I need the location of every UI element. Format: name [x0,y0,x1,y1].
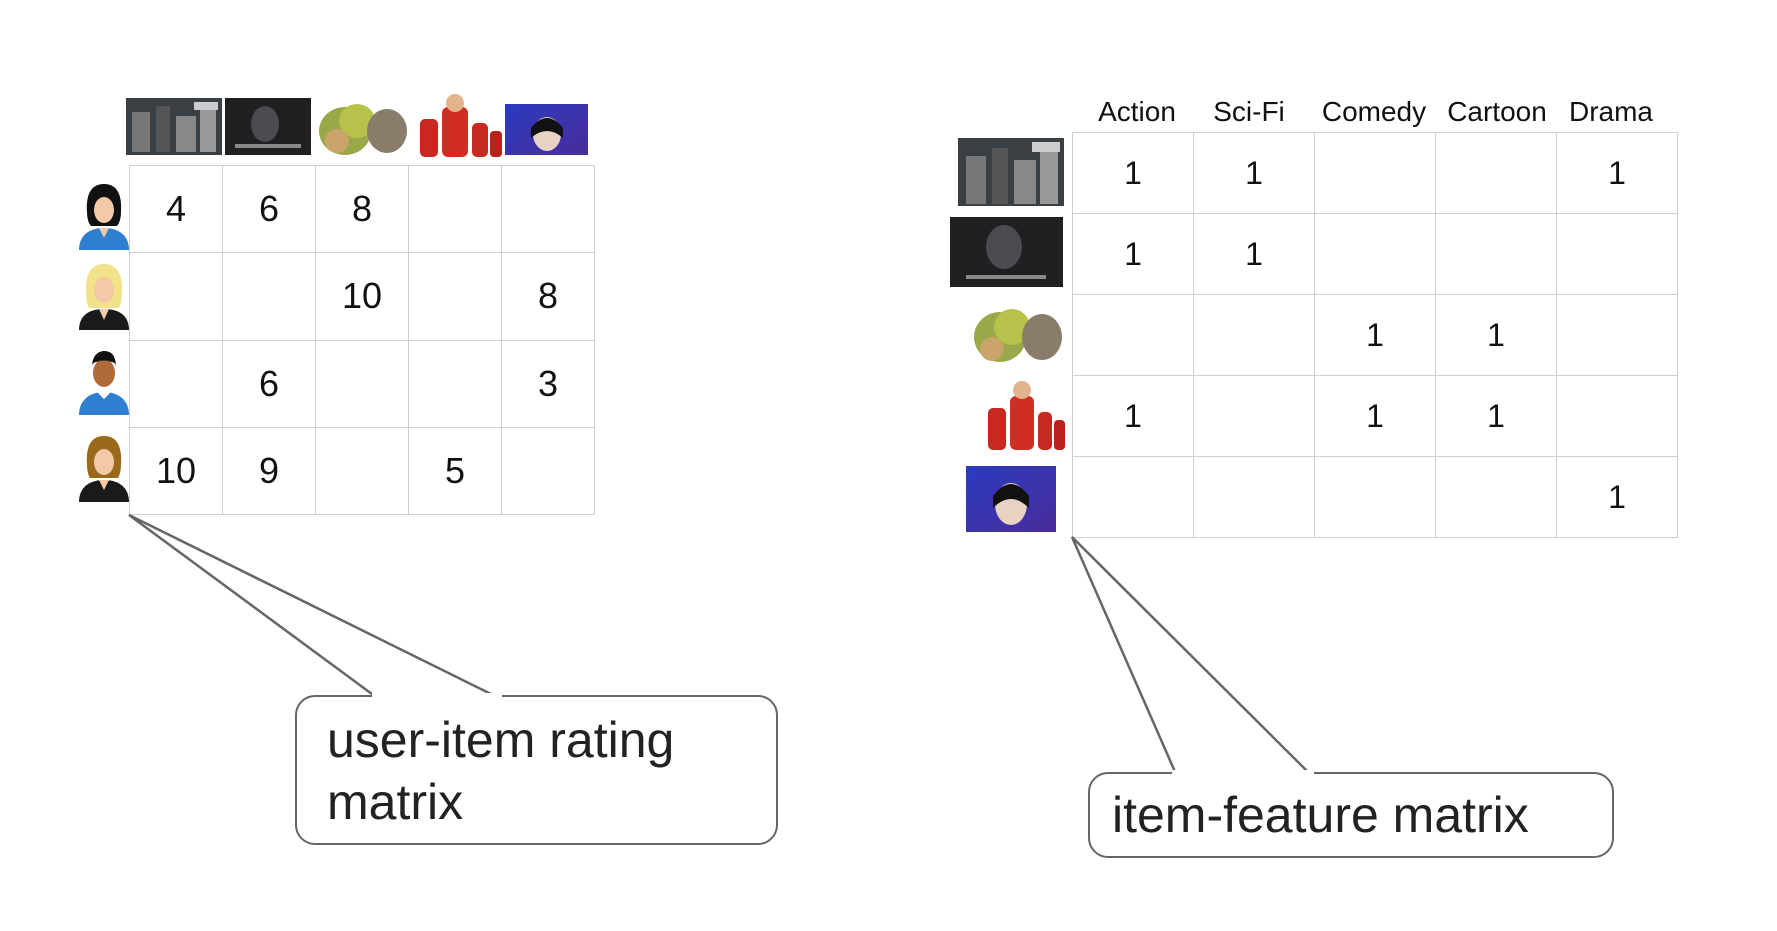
rating-cell: 10 [129,426,223,516]
feature-callout-tail-edge [1070,536,1311,775]
feature-header-comedy: Comedy [1321,96,1427,127]
rating-cell [408,339,502,428]
feature-row: 1 1 1 [1072,132,1678,214]
feature-cell [1314,456,1436,538]
feature-cell: 1 [1193,132,1315,214]
rating-cell: 8 [501,252,595,341]
feature-cell [1435,456,1557,538]
feature-cell: 1 [1556,132,1678,214]
rating-cell [315,339,409,428]
incredibles-poster [412,93,504,158]
feature-cell: 1 [1435,294,1557,376]
rating-matrix-callout: user-item rating matrix [295,695,778,845]
rating-cell: 8 [315,164,409,254]
rating-callout-line-2: matrix [327,774,464,830]
rating-cell: 9 [222,426,316,516]
rating-callout-tail-edge [128,513,498,699]
feature-cell [1072,294,1194,376]
female-user-black-hair-avatar [79,184,129,250]
rating-cell: 10 [315,252,409,341]
feature-header-action: Action [1098,96,1176,127]
star-wars-poster [958,138,1064,206]
rating-callout-tail [129,515,497,697]
rating-cell [408,252,502,341]
feature-row: 1 1 [1072,294,1678,376]
feature-cell: 1 [1072,213,1194,295]
feature-cell [1193,294,1315,376]
amelie-poster [966,466,1056,532]
rating-cell [129,339,223,428]
feature-cell: 1 [1193,213,1315,295]
feature-row: 1 [1072,456,1678,538]
star-wars-poster [126,98,222,155]
item-feature-grid: 1 1 1 1 1 1 1 1 1 1 1 [1072,132,1678,538]
rating-cell [408,164,502,254]
feature-cell: 1 [1072,375,1194,457]
rating-row: 6 3 [129,339,595,428]
rating-cell: 6 [222,164,316,254]
feature-cell [1556,213,1678,295]
feature-cell [1556,294,1678,376]
feature-callout-text: item-feature matrix [1112,787,1529,843]
feature-cell: 1 [1314,375,1436,457]
shrek-poster [970,297,1066,365]
feature-cell: 1 [1072,132,1194,214]
rating-row: 4 6 8 [129,164,595,254]
rating-cell [501,426,595,516]
feature-header-drama: Drama [1568,96,1653,127]
user-item-rating-grid: 4 6 8 10 8 6 3 10 9 5 [129,164,595,516]
feature-row: 1 1 1 [1072,375,1678,457]
rating-cell [129,252,223,341]
feature-matrix-callout: item-feature matrix [1088,772,1614,858]
feature-cell [1072,456,1194,538]
rating-cell: 5 [408,426,502,516]
feature-cell [1435,213,1557,295]
feature-cell [1193,375,1315,457]
female-user-blonde-avatar [79,264,129,330]
rating-cell: 6 [222,339,316,428]
female-user-brown-hair-avatar [79,436,129,502]
rating-cell [315,426,409,516]
feature-cell [1435,132,1557,214]
feature-callout-tail [1072,537,1310,774]
feature-row: 1 1 [1072,213,1678,295]
feature-cell [1314,132,1436,214]
rating-cell [501,164,595,254]
amelie-poster [505,104,588,155]
feature-cell [1314,213,1436,295]
feature-cell: 1 [1435,375,1557,457]
feature-header-sci-fi: Sci-Fi [1213,96,1285,127]
rating-row: 10 9 5 [129,426,595,516]
feature-cell [1193,456,1315,538]
rating-cell [222,252,316,341]
rating-callout-line-1: user-item rating [327,712,675,768]
dark-knight-rises-poster [950,217,1063,287]
rating-cell: 3 [501,339,595,428]
rating-row: 10 8 [129,252,595,341]
incredibles-poster [982,380,1066,450]
shrek-poster [315,93,411,158]
feature-header-cartoon: Cartoon [1447,96,1547,127]
feature-cell [1556,375,1678,457]
rating-cell: 4 [129,164,223,254]
feature-cell: 1 [1556,456,1678,538]
feature-cell: 1 [1314,294,1436,376]
dark-knight-rises-poster [225,98,311,155]
male-user-avatar [79,351,129,415]
